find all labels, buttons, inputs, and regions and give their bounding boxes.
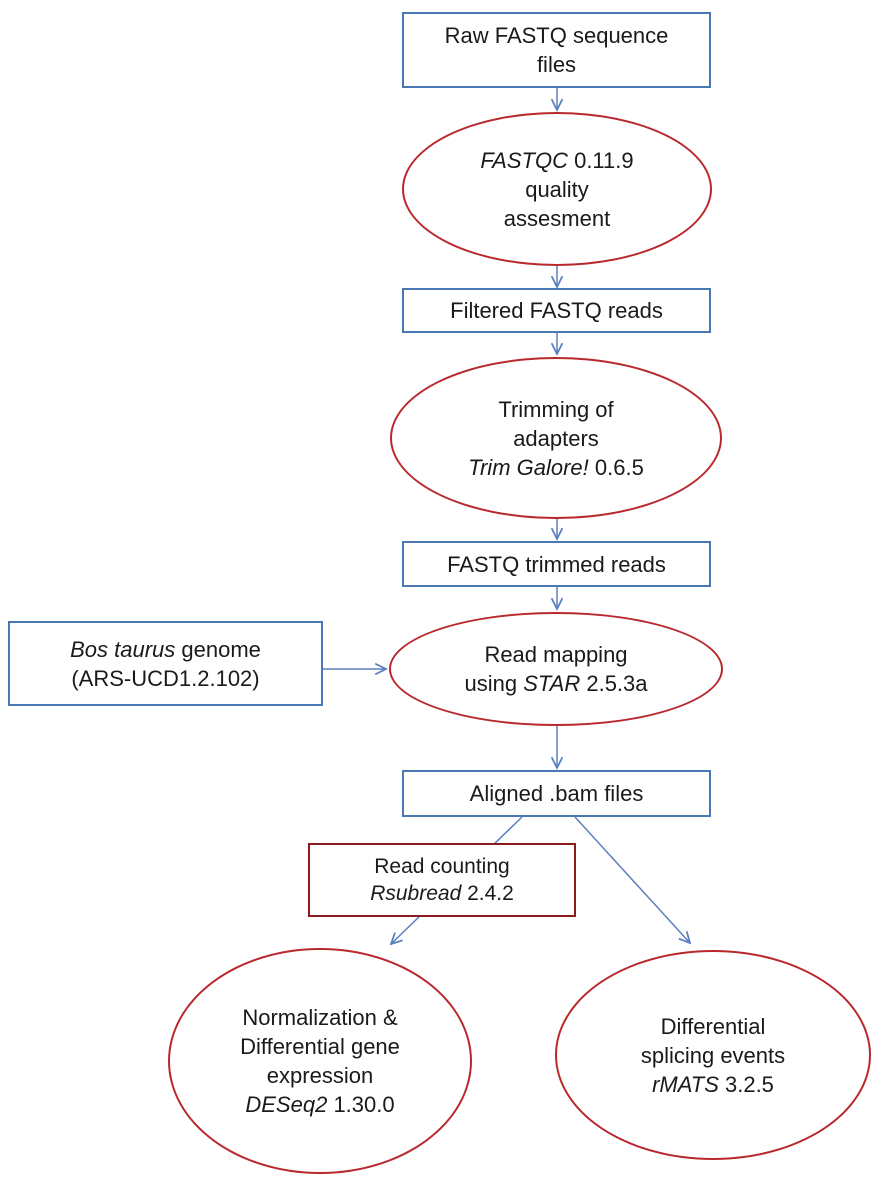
raw-fastq-line1: Raw FASTQ sequence [444, 23, 669, 48]
aligned-bam-label: Aligned .bam files [469, 781, 644, 806]
mapping-tool: STAR [523, 671, 581, 696]
deseq-version: 1.30.0 [327, 1092, 395, 1117]
genome-species: Bos taurus [70, 636, 176, 662]
mapping-prefix: using [464, 671, 524, 696]
raw-fastq-box: Raw FASTQ sequence files [402, 12, 711, 88]
fastqc-tool: FASTQC [480, 147, 568, 173]
counting-line1: Read counting [374, 855, 510, 878]
rmats-version: 3.2.5 [718, 1071, 774, 1097]
genome-box: Bos taurus genome (ARS-UCD1.2.102) [8, 621, 323, 706]
fastqc-line3: assesment [503, 205, 611, 231]
deseq-ellipse: Normalization & Differential gene expres… [168, 948, 472, 1174]
trimming-ellipse: Trimming of adapters Trim Galore! 0.6.5 [390, 357, 722, 519]
rmats-ellipse: Differential splicing events rMATS 3.2.5 [555, 950, 871, 1160]
counting-version: 2.4.2 [461, 882, 514, 905]
rmats-line1: Differential [660, 1013, 766, 1039]
raw-fastq-line2: files [536, 52, 577, 77]
deseq-tool: DESeq2 [245, 1092, 328, 1117]
deseq-line3: expression [266, 1063, 374, 1088]
mapping-line1: Read mapping [484, 642, 628, 667]
filtered-fastq-box: Filtered FASTQ reads [402, 288, 711, 333]
trimming-tool: Trim Galore! [468, 454, 589, 480]
trimmed-fastq-box: FASTQ trimmed reads [402, 541, 711, 587]
genome-assembly: (ARS-UCD1.2.102) [71, 665, 260, 691]
rmats-line2: splicing events [640, 1042, 786, 1068]
mapping-ellipse: Read mapping using STAR 2.5.3a [389, 612, 723, 726]
trimmed-fastq-label: FASTQ trimmed reads [447, 551, 666, 577]
mapping-version: 2.5.3a [580, 671, 648, 696]
counting-tool: Rsubread [370, 882, 462, 905]
trimming-version: 0.6.5 [588, 454, 644, 480]
fastqc-version: 0.11.9 [567, 147, 634, 173]
deseq-line2: Differential gene [240, 1034, 400, 1059]
aligned-bam-box: Aligned .bam files [402, 770, 711, 817]
fastqc-line2: quality [525, 176, 589, 202]
deseq-line1: Normalization & [242, 1005, 398, 1030]
trimming-line1: Trimming of [498, 396, 614, 422]
genome-suffix: genome [175, 636, 261, 662]
fastqc-ellipse: FASTQC 0.11.9 quality assesment [402, 112, 712, 266]
read-counting-box: Read counting Rsubread 2.4.2 [308, 843, 576, 917]
trimming-line2: adapters [513, 425, 599, 451]
filtered-fastq-label: Filtered FASTQ reads [450, 298, 663, 323]
arrow-aligned-to-rmats [574, 816, 690, 943]
rmats-tool: rMATS [652, 1071, 719, 1097]
